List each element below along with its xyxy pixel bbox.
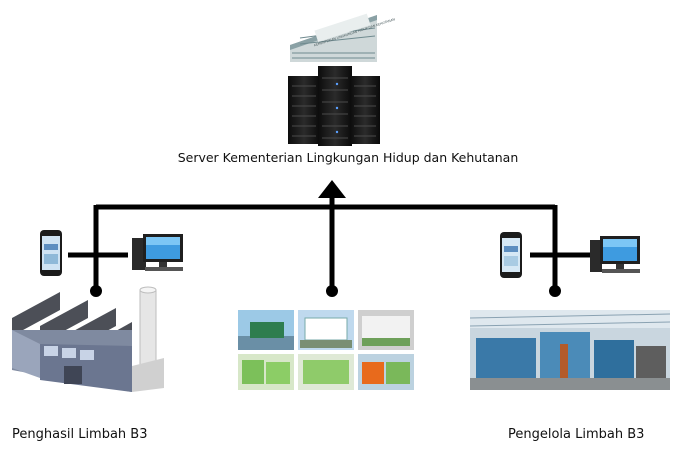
processor-label: Pengelola Limbah B3 [508,427,645,442]
processor-node [549,285,561,297]
server-rack-icon [288,66,380,146]
transporter-node [326,285,338,297]
producer-label: Penghasil Limbah B3 [12,427,148,442]
trucks-photo-grid [238,310,414,390]
desktop-computer-icon [590,236,640,273]
producer-node [90,285,102,297]
smartphone-icon [500,232,522,278]
ministry-building-icon: KEMENTERIAN LINGKUNGAN HIDUP DAN KEHUTAN… [290,13,396,62]
network-connector [68,196,590,290]
upload-arrow [318,180,346,198]
factory-icon [12,286,164,392]
server-label: Server Kementerian Lingkungan Hidup dan … [177,150,519,165]
smartphone-icon [40,230,62,276]
processing-plant-icon [469,310,671,390]
desktop-computer-icon [132,234,183,271]
